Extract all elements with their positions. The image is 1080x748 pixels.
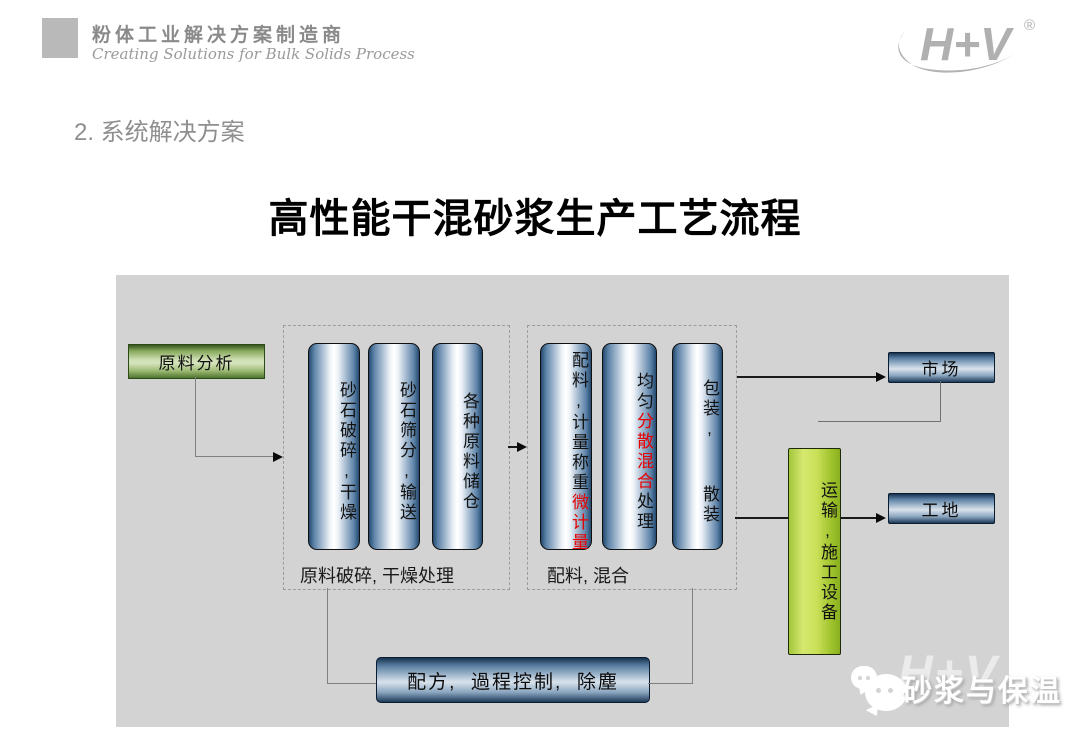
cylinder-raw-material-silos: 各种原料储仓 — [432, 343, 483, 550]
connector-source-horizontal — [195, 456, 273, 457]
diagram-panel: 原料分析 砂石破碎,干燥 砂石筛分,输送 各种原料储仓 原料破碎, 干燥处理 配… — [116, 275, 1009, 727]
arrowhead-into-group1-icon — [273, 452, 283, 462]
slide-title: 高性能干混砂浆生产工艺流程 — [268, 197, 802, 241]
group1-caption: 原料破碎, 干燥处理 — [300, 566, 455, 586]
cylinder-text-red: 微计量 — [569, 492, 588, 553]
connector-group1-group2 — [508, 446, 518, 448]
connector-into-transport — [735, 517, 788, 519]
connector-control-group2-horizontal — [648, 683, 693, 684]
group2-caption: 配料, 混合 — [547, 566, 630, 586]
connector-source-vertical — [195, 377, 196, 457]
brand-title: 粉体工业解决方案制造商 — [92, 25, 346, 46]
wechat-icon — [851, 664, 907, 726]
arrowhead-into-group2-icon — [517, 442, 527, 452]
group1-box — [283, 325, 510, 590]
cylinder-text-red: 分散混合 — [634, 411, 653, 492]
cylinder-mixing: 均匀分散混合处理 — [602, 343, 657, 550]
cylinder-screening-conveying: 砂石筛分,输送 — [368, 343, 420, 550]
cylinder-dosing-weighing: 配料,计量称重微计量 — [540, 343, 592, 553]
connector-control-group2-vertical — [692, 588, 693, 684]
raw-analysis-box: 原料分析 — [128, 344, 265, 379]
cylinder-text: 砂石破碎,干燥 — [337, 380, 356, 523]
section-heading: 2. 系统解决方案 — [74, 119, 245, 146]
brand-logo-square — [42, 18, 78, 58]
connector-group1-control-vertical — [327, 588, 328, 684]
arrowhead-into-site-icon — [876, 513, 886, 523]
cylinder-text: 处理 — [634, 491, 653, 532]
hv-logo-reg: ® — [1024, 17, 1035, 34]
control-box: 配方, 過程控制, 除塵 — [376, 657, 650, 703]
connector-packing-market — [737, 376, 876, 378]
hv-logo: H+V ® — [890, 8, 1050, 91]
cylinder-text: 各种原料储仓 — [460, 391, 479, 512]
connector-transport-site — [841, 517, 876, 519]
group2-box — [527, 325, 737, 590]
cylinder-text: 包装, 散装 — [700, 378, 719, 525]
hv-watermark: H+V — [898, 647, 999, 700]
cylinder-text: 砂石筛分,输送 — [397, 380, 416, 523]
wechat-big-bubble-icon — [865, 674, 907, 711]
cylinder-packing-bulk: 包装, 散装 — [672, 343, 723, 550]
site-box: 工地 — [888, 493, 995, 524]
cylinder-text: 配料,计量称重 — [569, 350, 588, 493]
cylinder-text: 均匀 — [634, 371, 653, 412]
cylinder-crushing-drying: 砂石破碎,干燥 — [308, 343, 360, 550]
transport-cylinder: 运输,施工设备 — [788, 448, 841, 655]
wechat-label: 砂浆与保温 — [902, 675, 1062, 708]
market-box: 市场 — [888, 352, 995, 383]
arrowhead-into-market-icon — [876, 372, 886, 382]
connector-market-down — [940, 381, 941, 421]
brand-subtitle: Creating Solutions for Bulk Solids Proce… — [92, 45, 415, 63]
connector-market-left — [818, 421, 941, 422]
connector-group1-control-horizontal — [327, 683, 376, 684]
hv-logo-text: H+V — [920, 18, 1014, 70]
